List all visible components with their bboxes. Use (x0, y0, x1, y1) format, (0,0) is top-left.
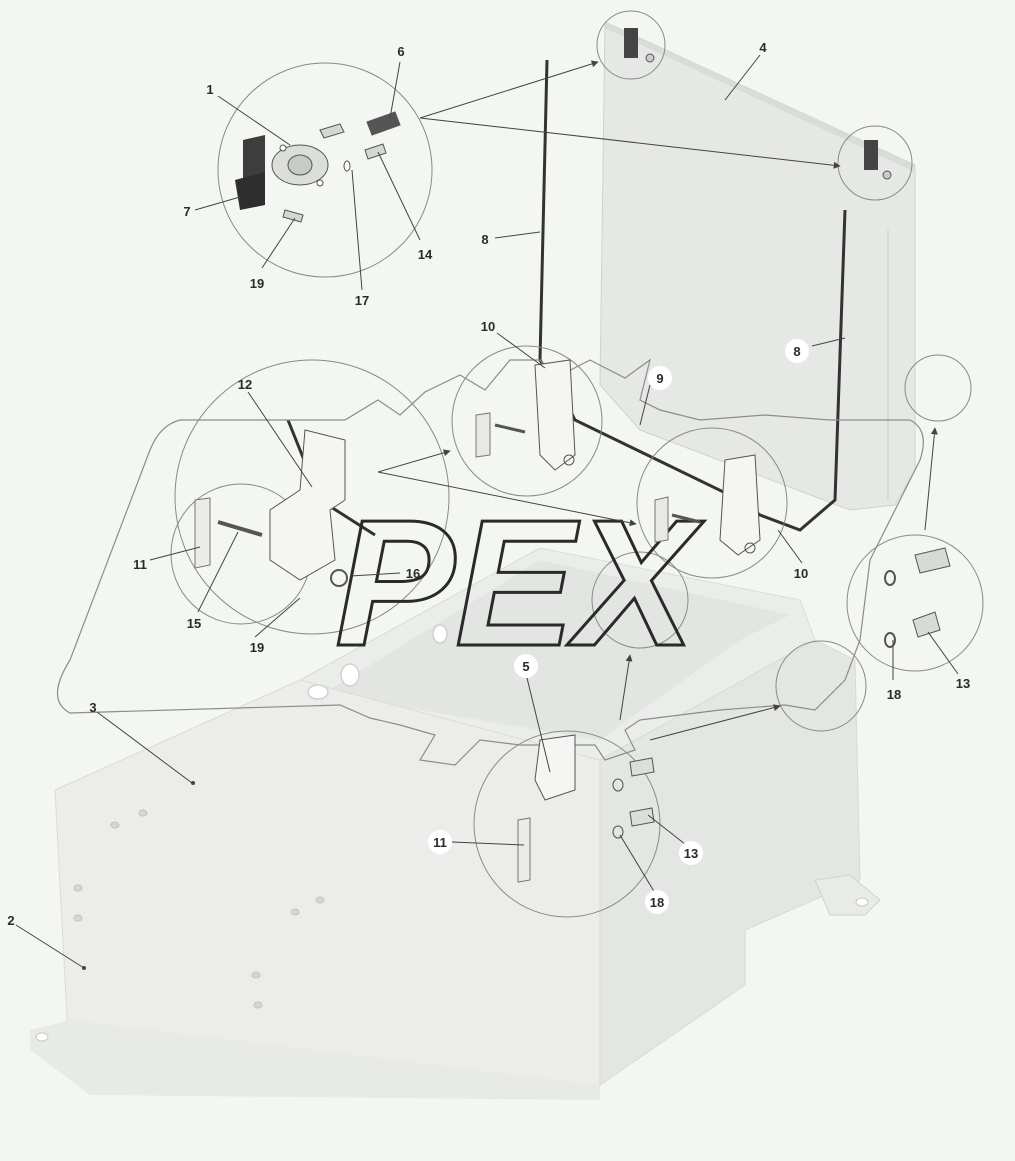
bracket-detail (517, 734, 655, 883)
flange-part (271, 144, 329, 187)
hinge-block-part (235, 135, 265, 210)
label-11-left: 11 (133, 557, 147, 572)
bolts-detail (884, 547, 951, 648)
label-2: 2 (7, 913, 14, 928)
label-3: 3 (89, 700, 96, 715)
label-6: 6 (397, 44, 404, 59)
label-18-bottom: 18 (650, 895, 664, 910)
label-1: 1 (206, 82, 213, 97)
label-16: 16 (406, 566, 420, 581)
detail-callouts (170, 10, 984, 918)
label-5: 5 (522, 659, 529, 674)
hinge-detail-upper (475, 359, 576, 471)
label-14: 14 (418, 247, 433, 262)
watermark-text: PEX (335, 483, 705, 684)
label-8-left: 8 (481, 232, 488, 247)
label-15: 15 (187, 616, 201, 631)
small-pins (282, 111, 401, 223)
label-11-bottom: 11 (433, 835, 447, 850)
label-9: 9 (656, 371, 663, 386)
callout-labels: 1 6 4 7 14 19 17 8 8 10 9 12 11 16 10 15… (7, 40, 970, 928)
hinge-detail-lower (654, 454, 761, 556)
label-8-right: 8 (793, 344, 800, 359)
lid-panel (599, 21, 916, 511)
battery-box (30, 547, 881, 1100)
label-17: 17 (355, 293, 369, 308)
top-hinge-right (864, 140, 892, 180)
leader-lines (15, 54, 959, 969)
detail-outline (57, 358, 924, 766)
label-18-right: 18 (887, 687, 901, 702)
label-13-right: 13 (956, 676, 970, 691)
top-hinge-left (624, 28, 655, 63)
hinge-detail-large (194, 429, 348, 587)
label-7: 7 (183, 204, 190, 219)
label-19-bottom: 19 (250, 640, 264, 655)
label-13-bottom: 13 (684, 846, 698, 861)
label-10-top: 10 (481, 319, 495, 334)
label-10-bottom: 10 (794, 566, 808, 581)
label-12: 12 (238, 377, 252, 392)
label-4: 4 (759, 40, 767, 55)
label-19-top: 19 (250, 276, 264, 291)
